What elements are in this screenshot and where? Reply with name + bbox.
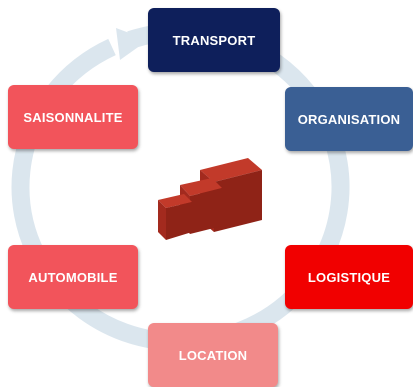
- node-organisation: ORGANISATION: [285, 87, 413, 151]
- stacked-arrow-blocks-logo: [158, 158, 262, 240]
- node-logistique: LOGISTIQUE: [285, 245, 413, 309]
- node-automobile: AUTOMOBILE: [8, 245, 138, 309]
- cycle-arrowhead-icon: [116, 28, 148, 60]
- node-transport: TRANSPORT: [148, 8, 280, 72]
- node-saisonnalite: SAISONNALITE: [8, 85, 138, 149]
- node-location: LOCATION: [148, 323, 278, 387]
